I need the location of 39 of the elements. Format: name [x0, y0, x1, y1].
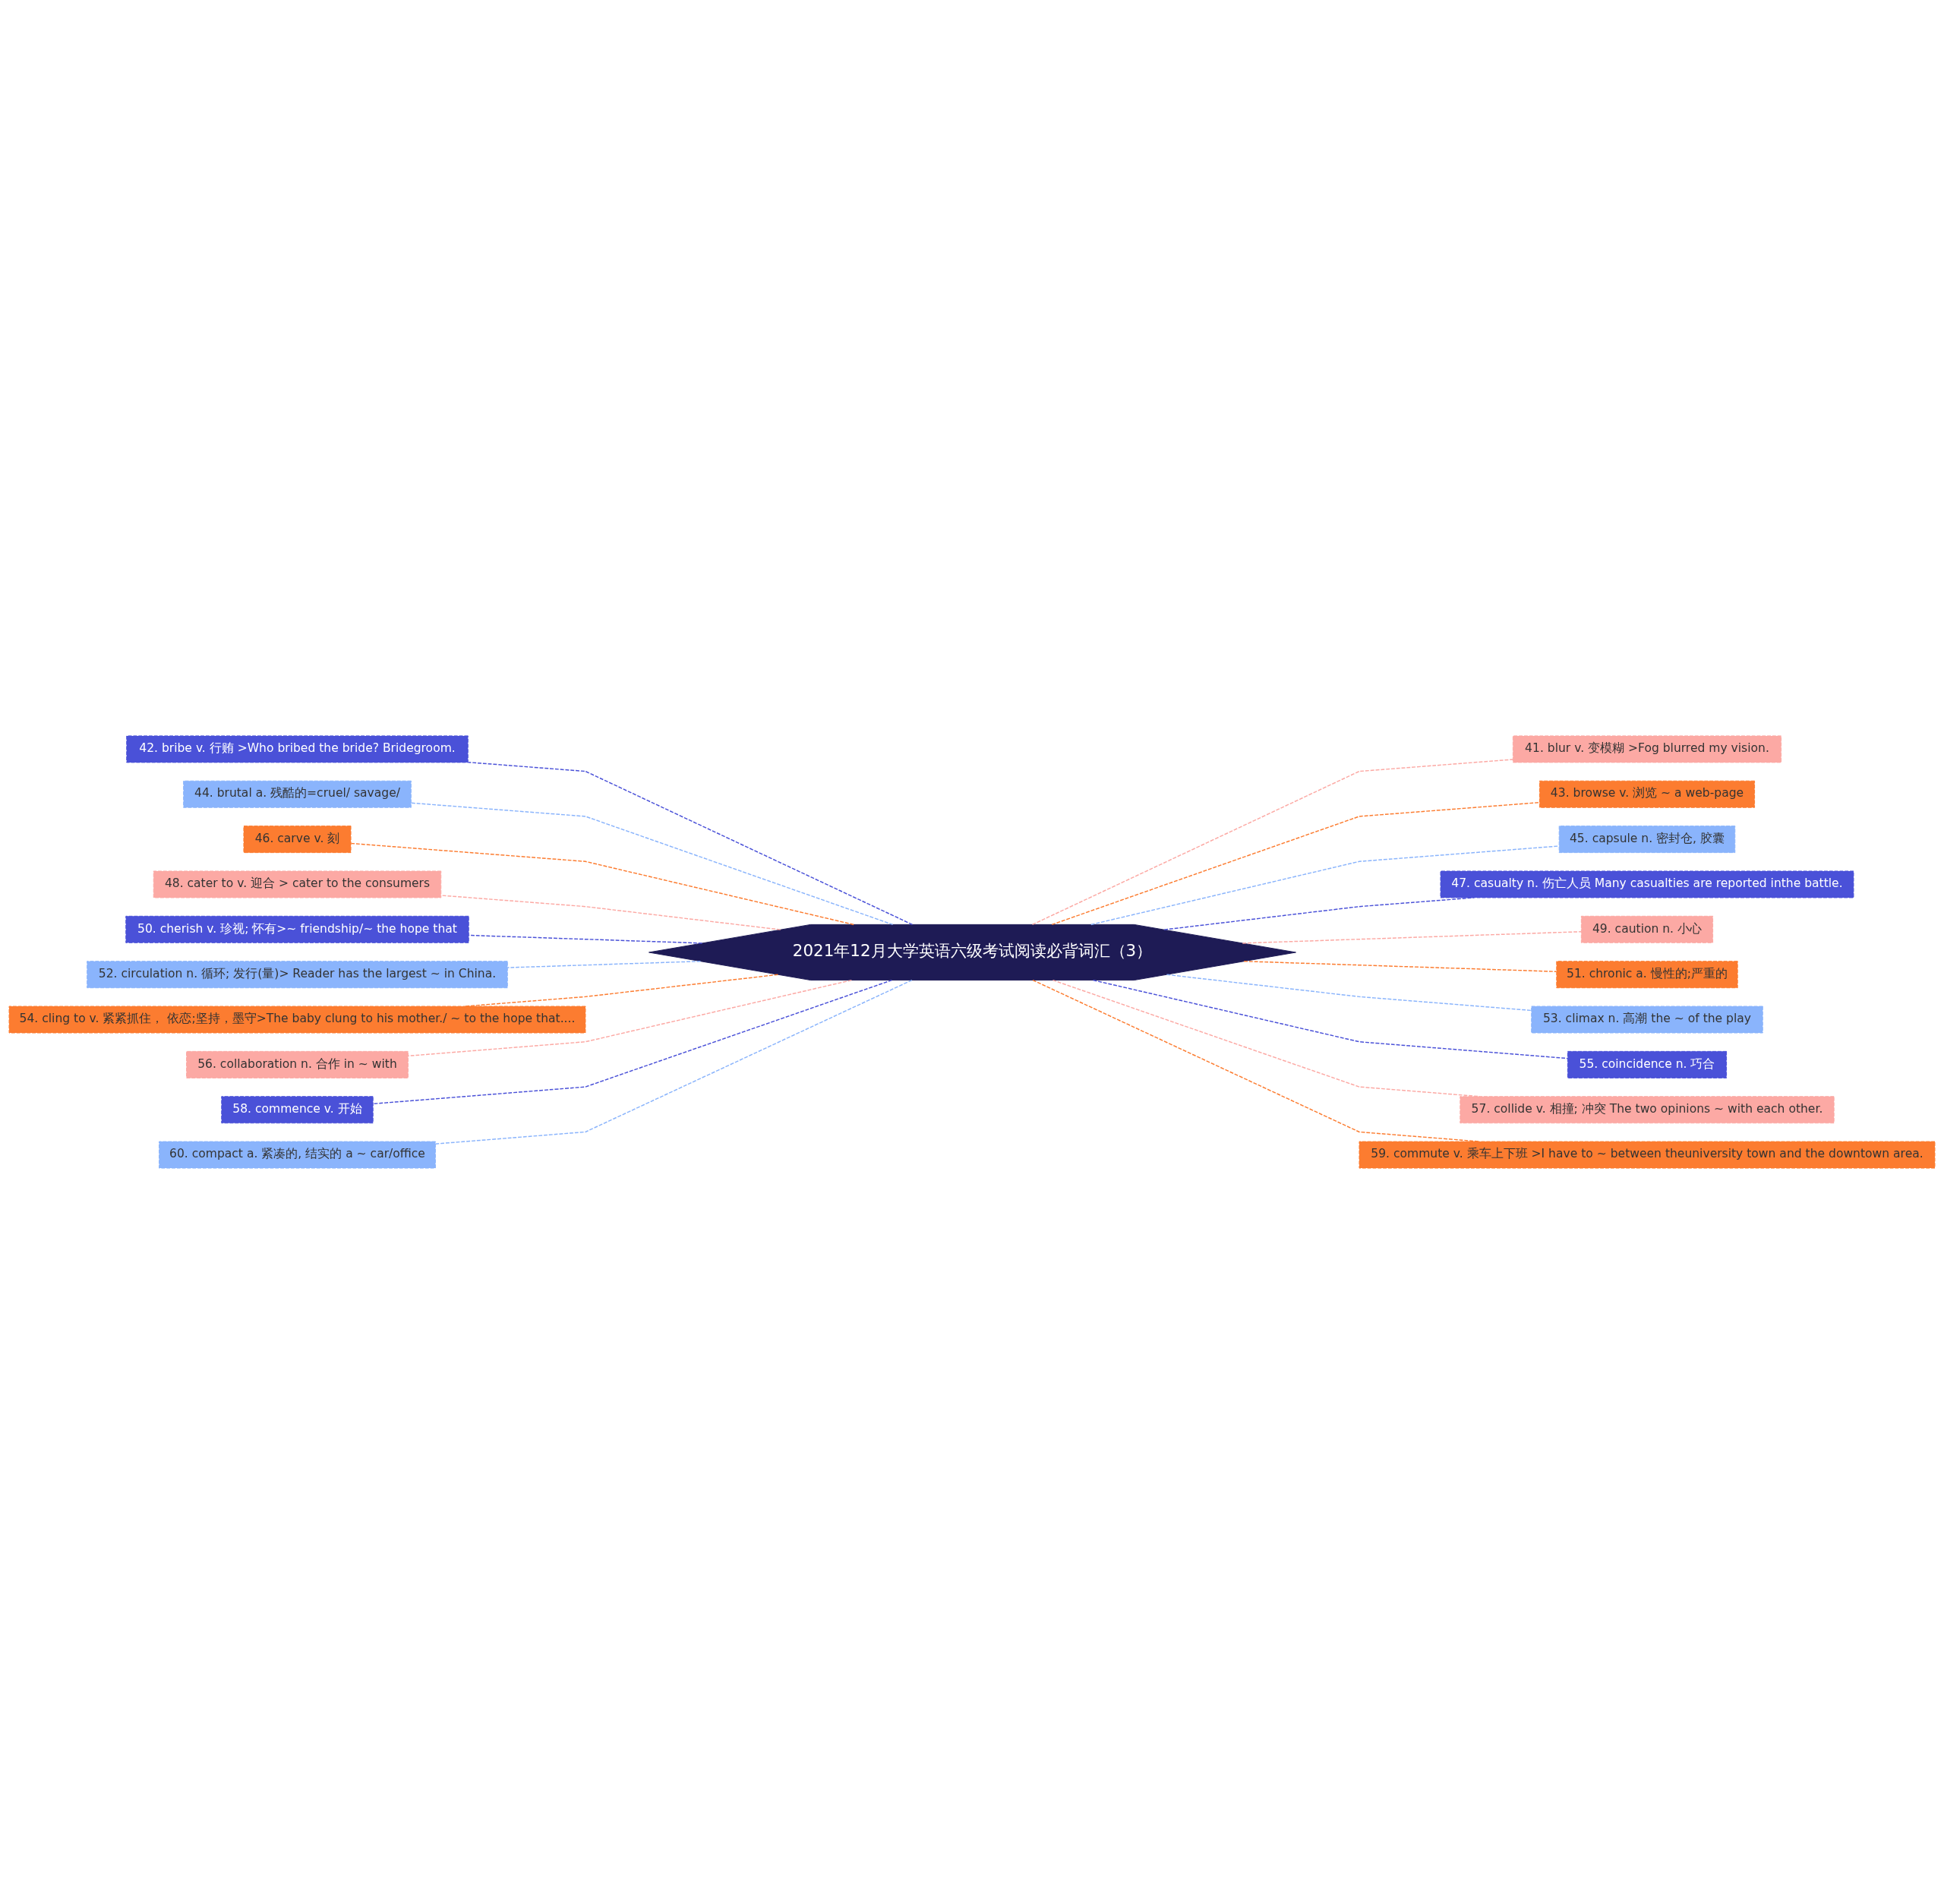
connector [1051, 801, 1540, 926]
node-box: 58. commence v. 开始 [221, 1096, 374, 1124]
node-box: 45. capsule n. 密封仓, 胶囊 [1558, 826, 1736, 854]
node-box: 47. casualty n. 伤亡人员 Many casualties are reported inthe battle. [1440, 870, 1854, 898]
node-box: 50. cherish v. 珍视; 怀有>~ friendship/~ the hope that [125, 915, 469, 943]
node-box: 46. carve v. 刻 [243, 826, 352, 854]
connector [1242, 931, 1582, 944]
connector [1163, 897, 1475, 930]
node-box: 48. cater to v. 迎合 > cater to the consumers [153, 870, 442, 898]
connector [1031, 759, 1513, 926]
node-box: 55. coincidence n. 巧合 [1567, 1050, 1728, 1078]
connector [372, 979, 893, 1105]
connector [507, 961, 702, 968]
node-box: 43. browse v. 浏览 ~ a web-page [1538, 780, 1756, 808]
node-box: 59. commute v. 乘车上下班 >I have to ~ between theuniversity town and the downtown area. [1359, 1141, 1936, 1169]
connector [1092, 979, 1568, 1059]
connector [1243, 961, 1557, 972]
node-box: 51. chronic a. 慢性的;严重的 [1556, 961, 1738, 989]
connector [1032, 979, 1481, 1142]
connector [434, 979, 913, 1145]
connector [440, 895, 781, 930]
connector [1090, 845, 1560, 926]
node-box: 54. cling to v. 紧紧抓住， 依恋;坚持，墨守>The baby clung to his mother./ ~ to the hope that.... [8, 1006, 586, 1034]
connector [350, 842, 854, 926]
node-box: 57. collide v. 相撞; 冲突 The two opinions ~ with each other. [1460, 1096, 1835, 1124]
connector [1166, 974, 1532, 1012]
node-box: 41. blur v. 变模糊 >Fog blurred my vision. [1512, 735, 1782, 763]
connector [468, 934, 703, 944]
node-box: 49. caution n. 小心 [1580, 915, 1714, 943]
connector [410, 802, 894, 926]
node-box: 60. compact a. 紧凑的, 结实的 a ~ car/office [159, 1141, 436, 1169]
node-box: 44. brutal a. 残酷的=cruel/ savage/ [183, 780, 412, 808]
connector [407, 979, 853, 1057]
connector [467, 761, 914, 926]
node-box: 53. climax n. 高潮 the ~ of the play [1531, 1006, 1763, 1034]
node-box: 52. circulation n. 循环; 发行(量)> Reader has the largest ~ in China. [87, 961, 508, 989]
node-box: 42. bribe v. 行贿 >Who bribed the bride? Bridegroom. [126, 735, 469, 763]
node-box: 56. collaboration n. 合作 in ~ with [186, 1050, 409, 1078]
connector [464, 974, 779, 1007]
